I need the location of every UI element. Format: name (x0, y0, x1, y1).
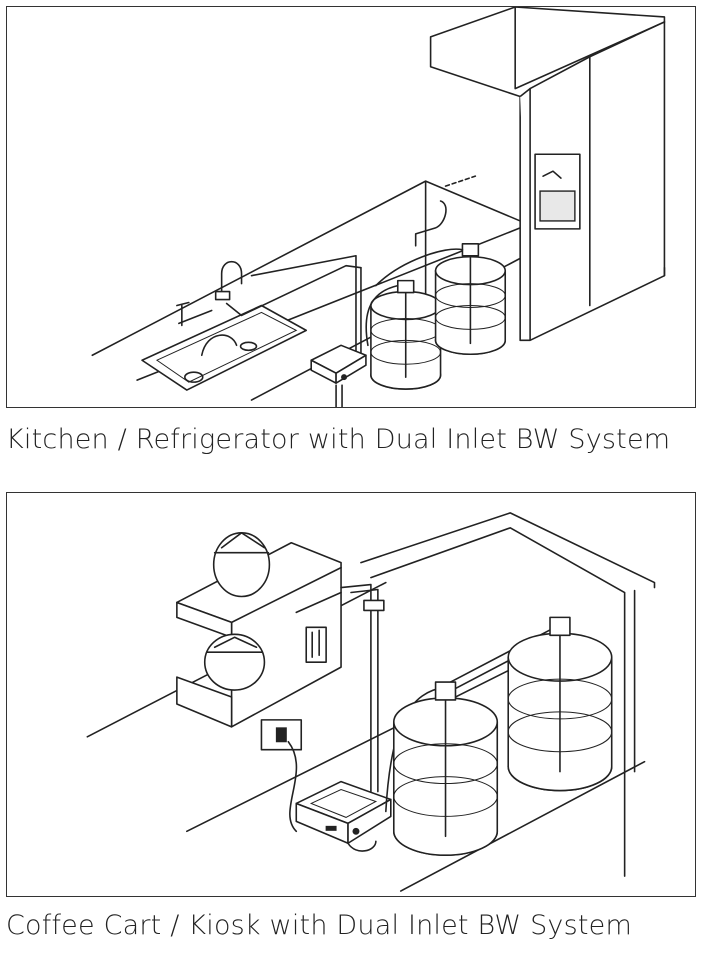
water-bottle-right (507, 616, 613, 792)
water-bottle-left (392, 681, 499, 856)
kitchen-illustration-panel (6, 6, 696, 408)
refrigerator (429, 7, 666, 342)
pump-unit (295, 780, 392, 845)
sink (141, 304, 308, 391)
cabinet-divider (250, 254, 357, 362)
water-bottle-left (370, 279, 442, 390)
faucet (176, 260, 243, 327)
wall-outlet (260, 719, 303, 751)
water-tube (340, 583, 372, 793)
caption-coffee-cart: Coffee Cart / Kiosk with Dual Inlet BW S… (6, 910, 632, 941)
water-bottle-right (434, 243, 507, 356)
pump-unit (310, 344, 367, 384)
coffee-cart-illustration (86, 512, 656, 892)
coffee-maker (176, 532, 342, 728)
coffee-cart-illustration-panel (6, 492, 696, 897)
kitchen-illustration (91, 7, 666, 407)
water-line (225, 264, 362, 317)
caption-kitchen: Kitchen / Refrigerator with Dual Inlet B… (6, 424, 671, 455)
